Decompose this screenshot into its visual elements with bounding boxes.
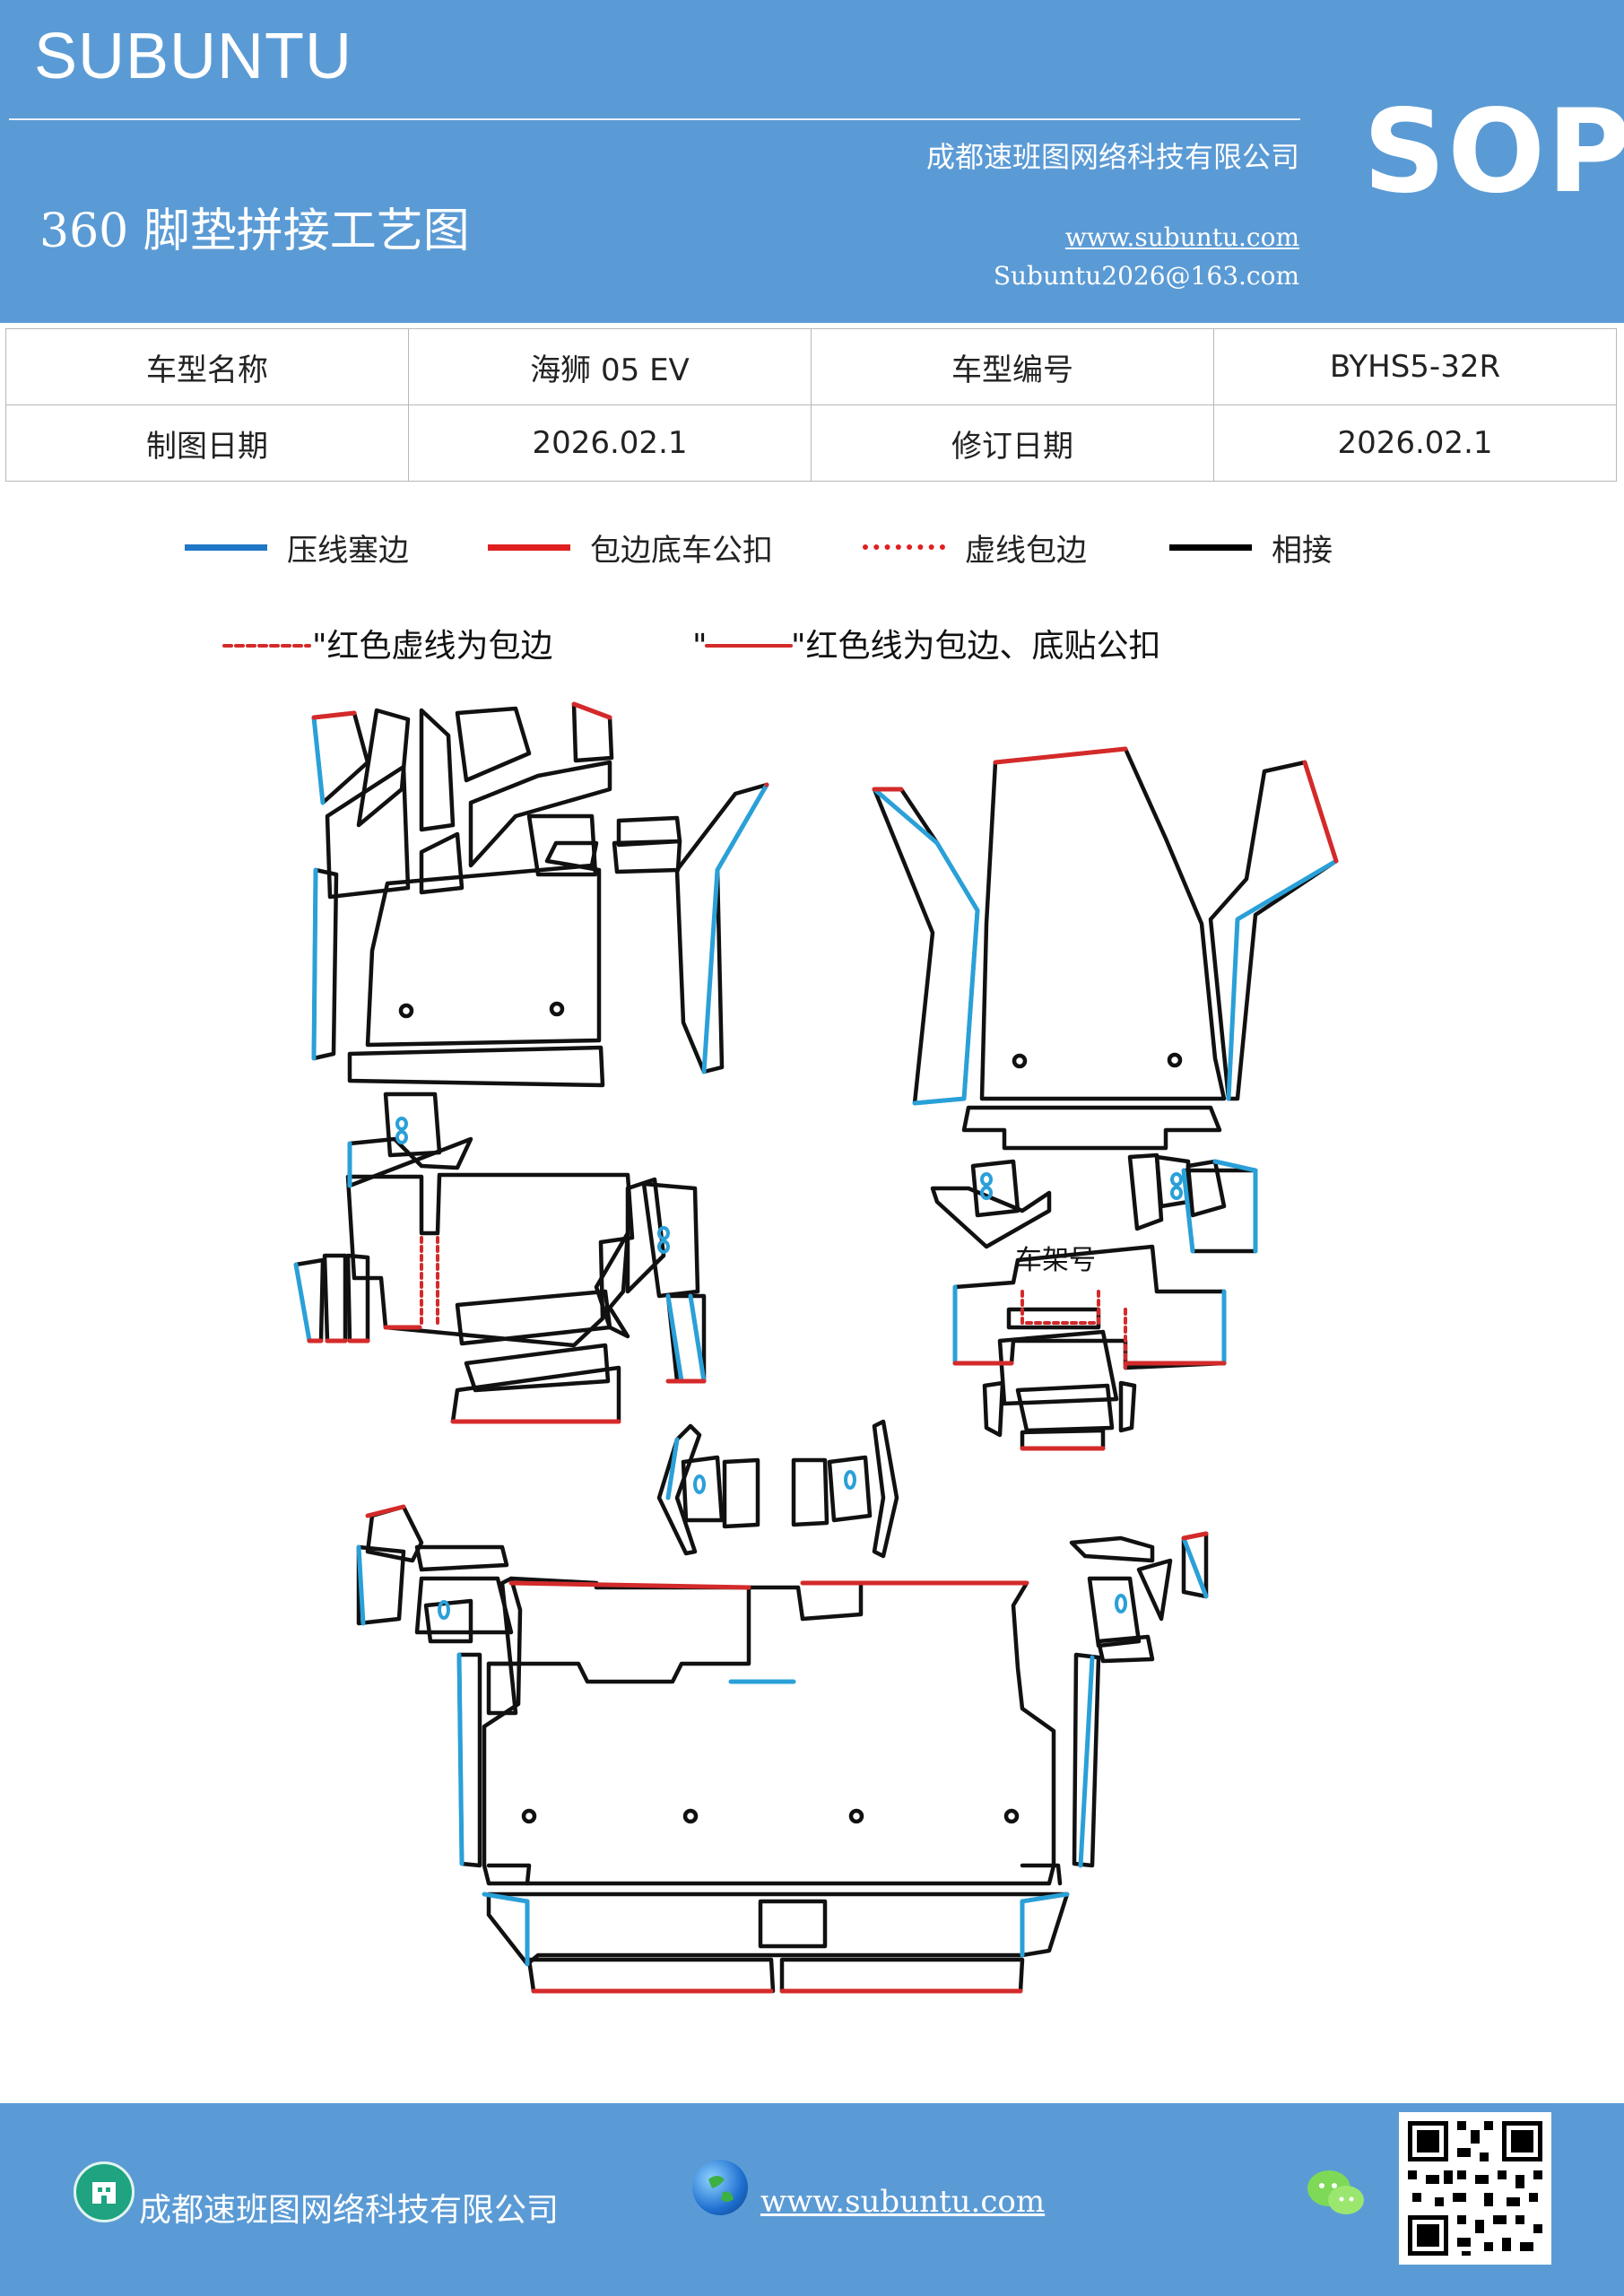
brand-name: SUBUNTU xyxy=(34,21,353,92)
header-divider xyxy=(9,118,1300,120)
passenger-rear-mats xyxy=(930,1152,1258,1451)
legend-label: 包边底车公扣 xyxy=(590,532,773,569)
cell-model-code-value: BYHS5-32R xyxy=(1213,328,1617,405)
website-link[interactable]: www.subuntu.com xyxy=(1064,222,1299,252)
legend-label: 压线塞边 xyxy=(287,532,409,569)
legend-item-black: 相接 xyxy=(1169,529,1333,569)
legend-swatch-red-dotted xyxy=(863,544,945,550)
document-title: 360 脚垫拼接工艺图 xyxy=(39,204,470,258)
blue-edge-marks xyxy=(293,715,1339,1967)
footer-website-link[interactable]: www.subuntu.com xyxy=(760,2184,1046,2220)
driver-front-mat xyxy=(311,701,769,1088)
company-name: 成都速班图网络科技有限公司 xyxy=(925,140,1299,174)
floor-mat-diagram: "红色虚线为包边 " "红色线为包边、底贴公扣 xyxy=(222,628,1339,1994)
legend-swatch-blue xyxy=(185,544,267,551)
cell-draw-date-value: 2026.02.1 xyxy=(408,404,812,482)
note-solid-text: "红色线为包边、底贴公扣 xyxy=(791,628,1161,665)
legend-swatch-black xyxy=(1169,544,1252,551)
passenger-front-mat xyxy=(872,746,1339,1151)
mat-outlines xyxy=(293,701,1339,1994)
fastener-marks xyxy=(395,1117,1183,1620)
legend-item-blue: 压线塞边 xyxy=(185,529,409,569)
cell-revise-date-label: 修订日期 xyxy=(811,404,1214,482)
cell-revise-date-value: 2026.02.1 xyxy=(1213,404,1617,482)
red-dotted-marks xyxy=(420,1236,1127,1370)
sop-label: SOP xyxy=(1363,85,1624,219)
cell-draw-date-label: 制图日期 xyxy=(5,404,409,482)
driver-rear-mats xyxy=(293,1091,707,1424)
cell-model-name-label: 车型名称 xyxy=(5,328,409,405)
globe-icon xyxy=(692,2160,748,2215)
note-solid-prefix: " xyxy=(692,628,708,665)
info-table: 车型名称 海狮 05 EV 车型编号 BYHS5-32R 制图日期 2026.0… xyxy=(5,328,1617,482)
footer-banner: 成都速班图网络科技有限公司 www.subuntu.com xyxy=(0,2103,1624,2296)
footer-company: 成都速班图网络科技有限公司 xyxy=(139,2192,560,2229)
cell-model-name-value: 海狮 05 EV xyxy=(408,328,812,405)
qr-code xyxy=(1399,2112,1551,2265)
wechat-icon[interactable] xyxy=(1305,2166,1368,2220)
cell-model-code-label: 车型编号 xyxy=(811,328,1214,405)
legend-item-red-dotted: 虚线包边 xyxy=(863,529,1087,569)
building-icon xyxy=(74,2161,135,2222)
frame-number-label: 车架号 xyxy=(1015,1245,1096,1276)
email-address: Subuntu2026@163.com xyxy=(993,261,1299,291)
note-dashed-text: "红色虚线为包边 xyxy=(312,628,553,665)
red-edge-marks xyxy=(307,701,1339,1994)
legend-label: 相接 xyxy=(1272,532,1333,569)
legend-label: 虚线包边 xyxy=(965,532,1087,569)
legend-item-red: 包边底车公扣 xyxy=(488,529,773,569)
table-row: 车型名称 海狮 05 EV 车型编号 BYHS5-32R xyxy=(5,328,1617,405)
rear-seat-mats xyxy=(356,1419,1209,1994)
header-banner: SUBUNTU 成都速班图网络科技有限公司 SOP 360 脚垫拼接工艺图 ww… xyxy=(0,0,1624,323)
legend-swatch-red xyxy=(488,544,570,551)
table-row: 制图日期 2026.02.1 修订日期 2026.02.1 xyxy=(5,404,1617,482)
